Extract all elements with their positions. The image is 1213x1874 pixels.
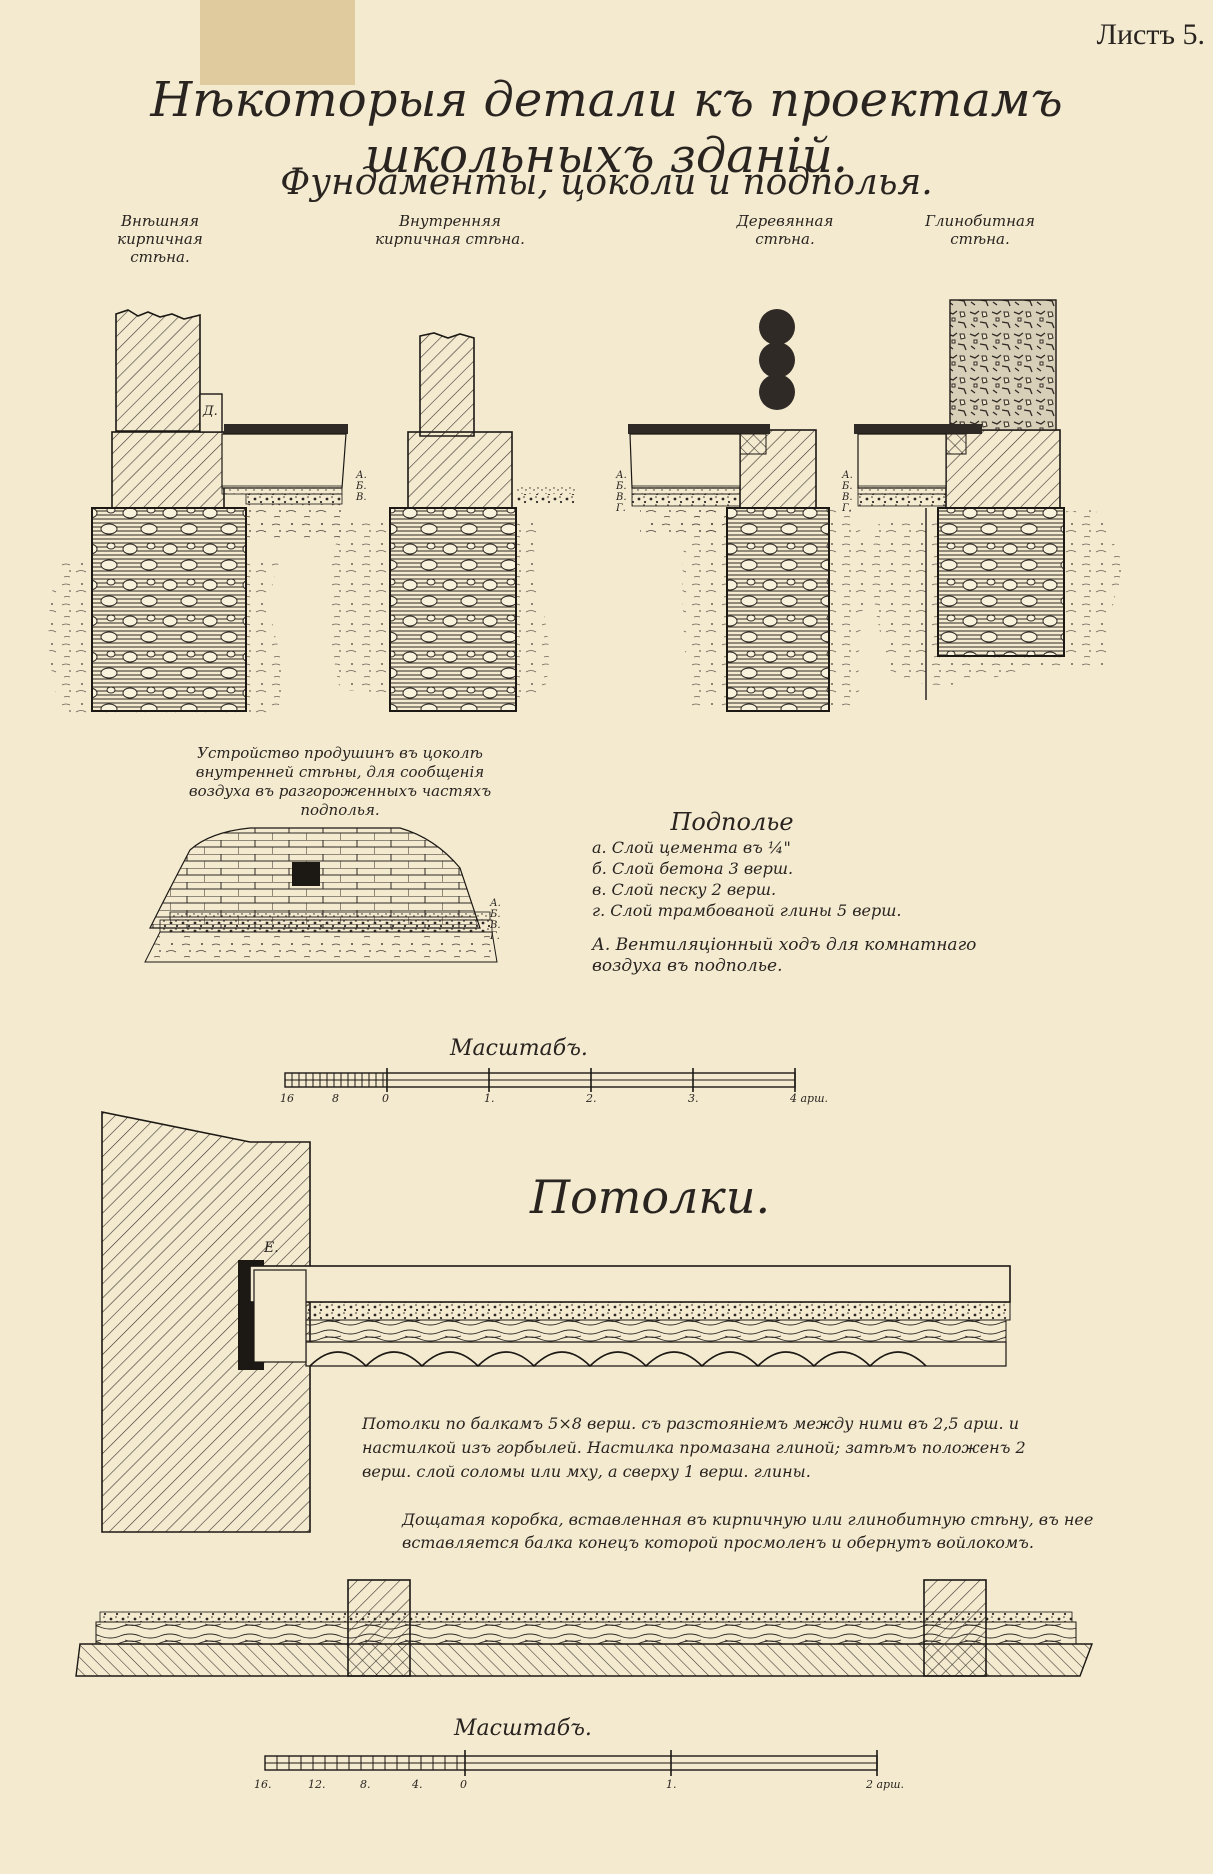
layer-letter-a: А. — [616, 470, 627, 481]
subfloor-item: а. Слой цемента въ ¼" — [592, 838, 791, 857]
section-wooden-wall — [628, 309, 870, 712]
ceilings-title: Потолки. — [530, 1170, 771, 1224]
subfloor-item: в. Слой песку 2 верш. — [592, 880, 777, 899]
section-inner-brick-wall — [328, 332, 576, 712]
scale1-label: 1. — [484, 1092, 495, 1105]
scale2-label: 12. — [308, 1778, 326, 1791]
label-outer-brick-wall: Внѣшняя кирпичная стѣна. — [117, 212, 203, 266]
scale2-label: 16. — [254, 1778, 272, 1791]
scale-bar-2 — [264, 1750, 878, 1776]
marker-d: Д. — [203, 404, 218, 419]
ceiling-longitudinal-section — [75, 1579, 1094, 1677]
scale1-label: 16 — [280, 1092, 294, 1105]
page-subtitle: Фундаменты, цоколи и подполья. — [280, 162, 933, 203]
layer-letter-a: А. — [356, 470, 367, 481]
layer-letters-3: А. Б. В. Г. — [842, 470, 853, 514]
layer-letter-v: В. — [356, 492, 367, 503]
ceilings-note-2: Дощатая коробка, вставленная въ кирпичну… — [402, 1510, 1094, 1552]
ceilings-note-1: Потолки по балкамъ 5×8 верш. съ разстоян… — [362, 1414, 1026, 1481]
layer-letter-a: А. — [490, 898, 501, 909]
label-inner-brick-wall: Внутренняя кирпичная стѣна. — [375, 212, 525, 248]
section-outer-brick-wall — [48, 309, 348, 716]
scale1-label: 2. — [586, 1092, 597, 1105]
layer-letter-b: Б. — [616, 481, 627, 492]
scale1-label: 4 арш. — [790, 1092, 829, 1105]
ceiling-section-drawing — [101, 1111, 1011, 1533]
sheet-number: Листъ 5. — [1096, 18, 1205, 51]
vent-detail-drawing — [144, 827, 498, 963]
scale2-label: 4. — [412, 1778, 423, 1791]
layer-letter-g: Г. — [842, 503, 852, 514]
layer-letters-2: А. Б. В. Г. — [616, 470, 627, 514]
layer-letter-g: Г. — [616, 503, 626, 514]
scale2-label: 2 арш. — [866, 1778, 905, 1791]
layer-letter-a: А. — [842, 470, 853, 481]
scale-title-2: Масштабъ. — [454, 1716, 592, 1741]
scale1-label: 3. — [688, 1092, 699, 1105]
scale2-label: 8. — [360, 1778, 371, 1791]
label-clay-wall: Глинобитная стѣна. — [925, 212, 1035, 248]
scale-bar-1 — [284, 1068, 796, 1092]
vent-note: Устройство продушинъ въ цоколѣ внутренне… — [188, 744, 492, 819]
layer-letters-vent: А. Б. В. Г. — [490, 898, 501, 942]
scale1-label: 8 — [332, 1092, 339, 1105]
label-wooden-wall: Деревянная стѣна. — [736, 212, 834, 248]
subfloor-title: Подполье — [670, 808, 794, 836]
layer-letter-v: В. — [490, 920, 501, 931]
layer-letter-b: Б. — [842, 481, 853, 492]
layer-letter-g: Г. — [490, 931, 500, 942]
scale-title-1: Масштабъ. — [450, 1036, 588, 1061]
subfloor-item: б. Слой бетона 3 верш. — [592, 859, 794, 878]
marker-e: Е. — [264, 1240, 279, 1256]
subfloor-item: г. Слой трамбованой глины 5 верш. — [592, 901, 902, 920]
scale2-label: 1. — [666, 1778, 677, 1791]
subfloor-legend: Подполье а. Слой цемента въ ¼" б. Слой б… — [592, 808, 1072, 977]
vent-channel-note: А. Вентиляціонный ходъ для комнатнаго во… — [592, 935, 977, 976]
layer-letters-1: А. Б. В. — [356, 470, 367, 503]
scale2-label: 0 — [460, 1778, 467, 1791]
scale1-label: 0 — [382, 1092, 389, 1105]
layer-letter-b: Б. — [490, 909, 501, 920]
section-clay-wall — [854, 299, 1125, 700]
paper-tape-mark — [200, 0, 355, 85]
layer-letter-v: В. — [842, 492, 853, 503]
layer-letter-v: В. — [616, 492, 627, 503]
page-title: Нѣкоторыя детали къ проектамъ школьныхъ … — [150, 72, 1063, 184]
layer-letter-b: Б. — [356, 481, 367, 492]
